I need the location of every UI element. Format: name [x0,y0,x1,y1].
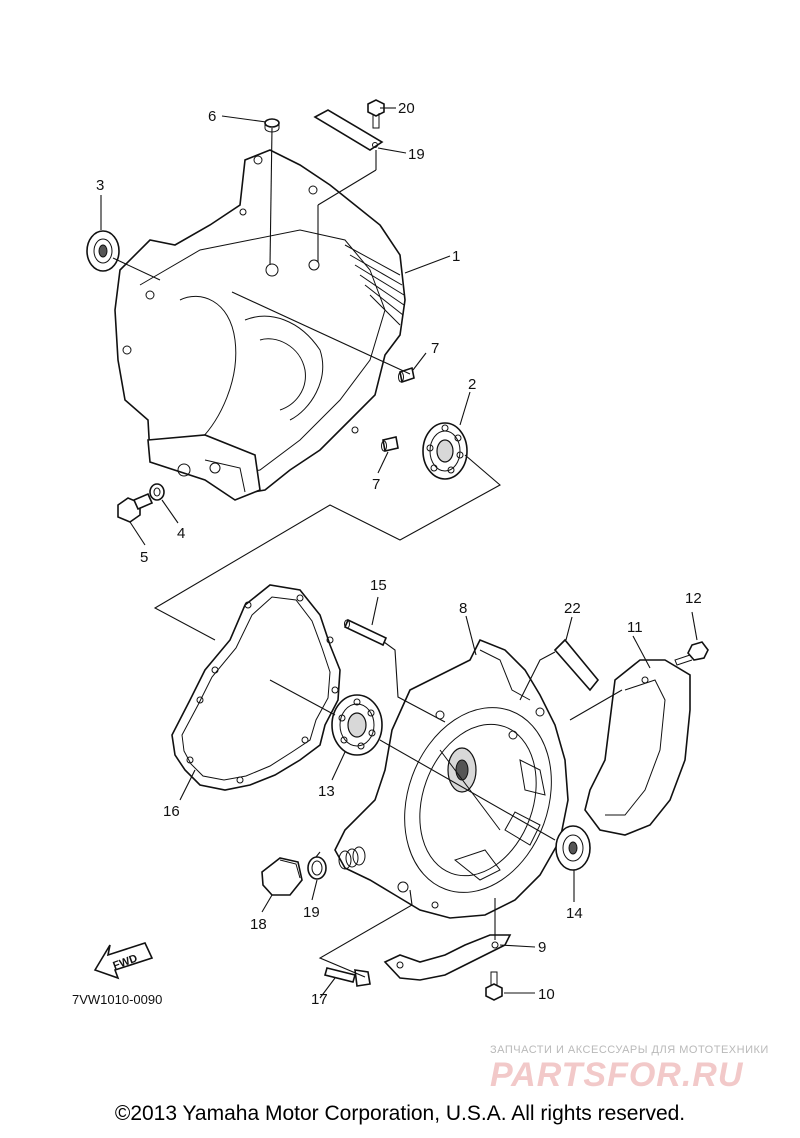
drain-bolt-part-5 [117,492,154,523]
plate-part-22 [553,638,600,692]
callout-15: 15 [370,577,387,594]
callout-10: 10 [538,986,555,1003]
callout-22: 22 [564,600,581,617]
callout-1: 1 [452,248,460,265]
watermark-brand: PARTSFOR.RU [490,1056,744,1094]
callout-8: 8 [459,600,467,617]
fwd-arrow-icon: FWD [93,942,154,980]
oil-cap-part-18 [261,857,303,896]
bolt-part-12 [674,641,709,666]
dowel-pin-part-7-lower [381,436,399,452]
callout-numbers: 6 20 19 3 1 7 2 7 5 4 15 8 22 11 12 13 1… [96,100,702,1008]
gasket-part-16 [171,584,341,791]
callout-2: 2 [468,376,476,393]
plate-part-20 [313,109,384,151]
callout-12: 12 [685,590,702,607]
bracket-part-9 [383,934,512,981]
bolt-part-21 [367,99,385,129]
spring-detail [338,846,366,870]
callout-18: 18 [250,916,267,933]
callout-21: 20 [398,100,415,117]
cover-part-11 [584,659,691,836]
callout-19: 19 [303,904,320,921]
callout-6: 4 [177,525,185,542]
watermark-subtitle: ЗАПЧАСТИ И АКСЕССУАРЫ ДЛЯ МОТОТЕХНИКИ [490,1044,769,1056]
callout-11: 11 [627,619,643,636]
callout-17: 17 [311,991,328,1008]
callout-7-lower: 7 [372,476,380,493]
leader-lines [100,107,698,999]
bolt-part-17 [324,967,371,987]
callout-14: 14 [566,905,583,922]
collar-part-4 [264,118,280,133]
o-ring-part-19 [307,856,327,880]
drawing-code: 7VW1010-0090 [72,992,163,1007]
washer-part-6 [149,483,165,501]
callout-3: 3 [96,177,104,194]
callout-9: 9 [538,939,546,956]
callout-7-upper: 7 [431,340,439,357]
oil-seal-part-3 [86,230,120,272]
bolt-part-10 [485,971,503,1001]
callout-20: 19 [408,146,425,163]
callout-16: 16 [163,803,180,820]
crankcase-cover-part-8 [334,638,569,919]
callout-13: 13 [318,783,335,800]
callout-4: 6 [208,108,216,125]
crankcase-upper-part-1 [114,149,406,501]
copyright-footer: ©2013 Yamaha Motor Corporation, U.S.A. A… [114,1102,686,1125]
pin-part-15 [343,618,388,647]
callout-5: 5 [140,549,148,566]
bearing-part-13 [331,694,383,756]
bearing-part-2 [422,422,468,480]
oil-seal-part-14 [555,825,591,871]
